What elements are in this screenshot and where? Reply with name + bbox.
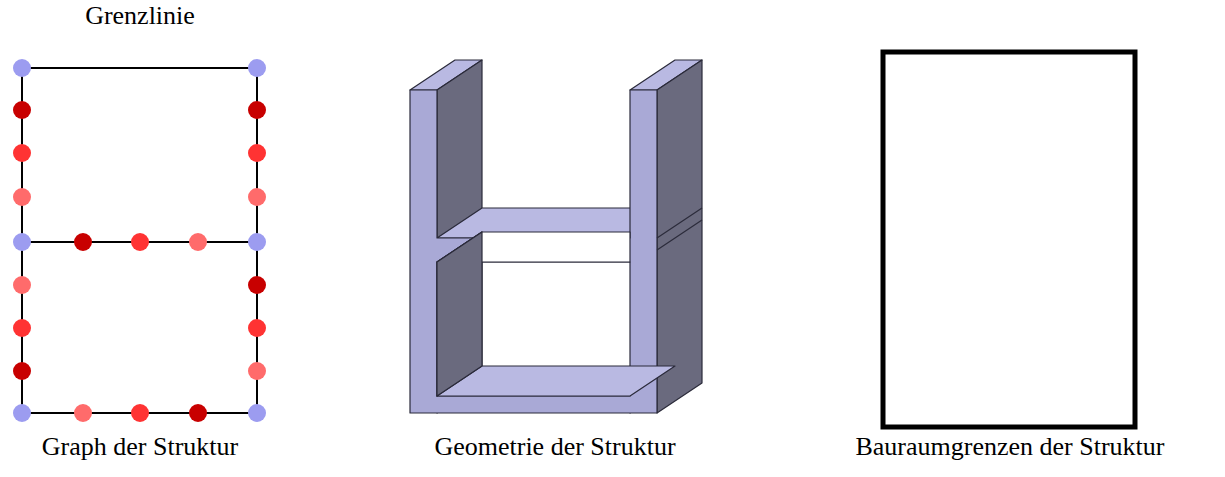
design-space-boundary xyxy=(883,52,1135,427)
graph-vertex xyxy=(248,276,266,294)
caption: Graph der Struktur xyxy=(42,433,238,462)
graph-vertex xyxy=(13,233,31,251)
graph-vertex xyxy=(248,144,266,162)
graph-vertex xyxy=(13,319,31,337)
side-face xyxy=(437,232,482,396)
graph-vertex xyxy=(74,404,92,422)
graph-vertex xyxy=(189,233,207,251)
graph-vertex xyxy=(13,362,31,380)
graph-vertex xyxy=(189,404,207,422)
graph-edges xyxy=(22,68,257,413)
graph-vertex xyxy=(74,233,92,251)
caption: Geometrie der Struktur xyxy=(434,433,675,462)
boundary-label: Grenzlinie xyxy=(85,2,195,31)
graph-vertex xyxy=(131,404,149,422)
graph-vertex xyxy=(248,101,266,119)
front-face xyxy=(410,90,657,413)
graph-vertex xyxy=(248,59,266,77)
side-face xyxy=(657,60,702,413)
structure-geometry xyxy=(410,60,702,413)
graph-vertex xyxy=(248,362,266,380)
graph-vertex xyxy=(13,144,31,162)
graph-vertex xyxy=(131,233,149,251)
caption: Bauraumgrenzen der Struktur xyxy=(855,433,1164,462)
graph-vertex xyxy=(13,59,31,77)
joint-line xyxy=(657,208,702,238)
graph-vertices xyxy=(13,59,266,422)
graph-vertex xyxy=(248,404,266,422)
joint-line xyxy=(657,220,702,250)
graph-vertex xyxy=(13,188,31,206)
graph-vertex xyxy=(248,233,266,251)
graph-vertex xyxy=(13,101,31,119)
graph-vertex xyxy=(13,404,31,422)
graph-vertex xyxy=(13,276,31,294)
graph-vertex xyxy=(248,319,266,337)
graph-vertex xyxy=(248,188,266,206)
